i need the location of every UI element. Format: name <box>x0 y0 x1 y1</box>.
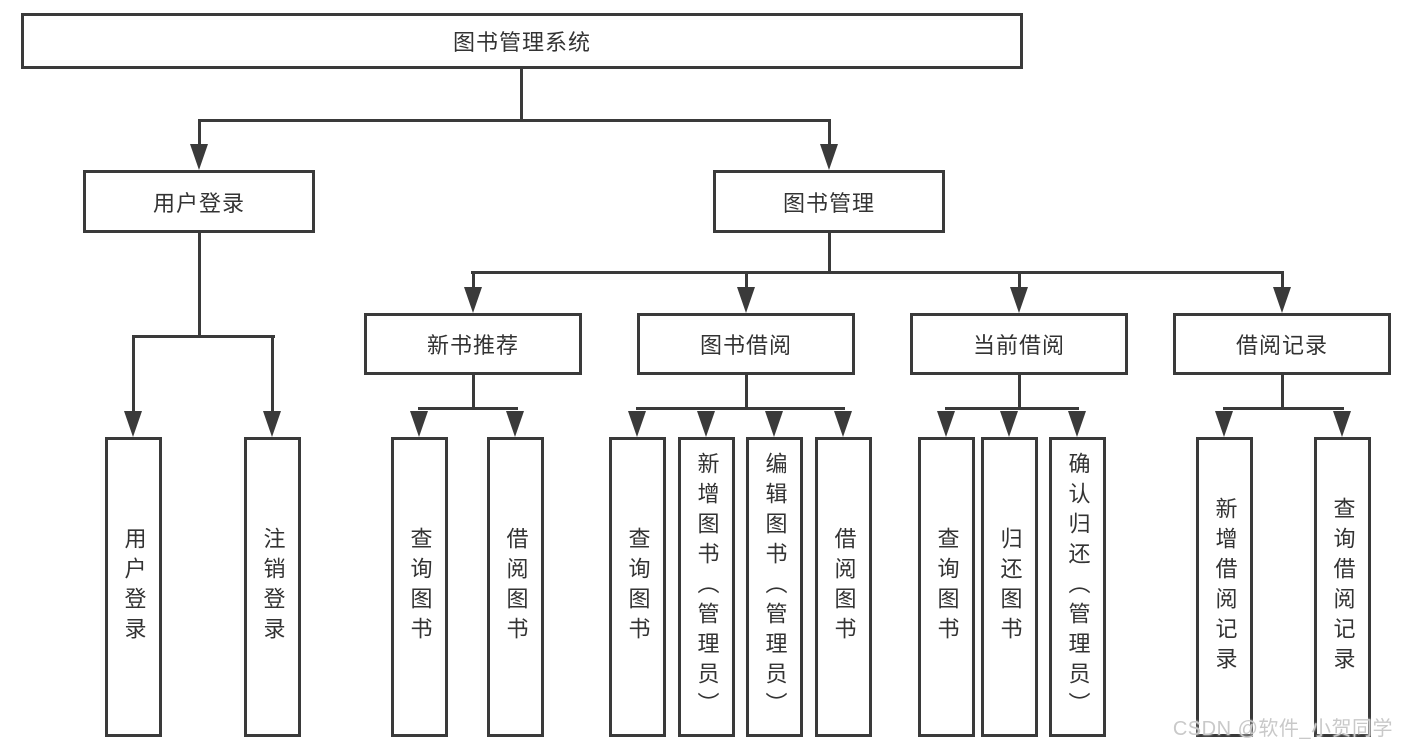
arrow-down <box>834 411 852 437</box>
leaf-label: 注销登录 <box>260 527 286 647</box>
arrow-down <box>1068 411 1086 437</box>
node-book-management: 图书管理 <box>713 170 945 233</box>
connector-line <box>1018 375 1021 407</box>
connector-line <box>1281 375 1284 407</box>
connector-line <box>828 119 831 144</box>
arrow-down <box>737 287 755 313</box>
node-current-borrowing: 当前借阅 <box>910 313 1128 375</box>
leaf-borrow-books: 借阅图书 <box>487 437 544 737</box>
arrow-down <box>190 144 208 170</box>
leaf-return-books: 归还图书 <box>981 437 1038 737</box>
connector-line <box>198 119 201 144</box>
connector-line <box>271 335 274 411</box>
node-user-login: 用户登录 <box>83 170 315 233</box>
leaf-label: 编辑图书（管理员） <box>762 452 788 722</box>
connector-line <box>418 407 518 410</box>
leaf-label: 借阅图书 <box>503 527 529 647</box>
connector-line <box>520 69 523 119</box>
leaf-query-books: 查询图书 <box>918 437 975 737</box>
arrow-down <box>124 411 142 437</box>
csdn-watermark: CSDN @软件_小贺同学 <box>1172 718 1393 740</box>
node-label: 当前借阅 <box>972 333 1065 358</box>
leaf-label: 新增图书（管理员） <box>694 452 720 722</box>
arrow-down <box>263 411 281 437</box>
leaf-label: 查询图书 <box>407 527 433 647</box>
leaf-label: 查询图书 <box>625 527 651 647</box>
leaf-logout: 注销登录 <box>244 437 301 737</box>
leaf-borrow-books: 借阅图书 <box>815 437 872 737</box>
leaf-confirm-return-admin: 确认归还（管理员） <box>1049 437 1106 737</box>
arrow-down <box>506 411 524 437</box>
connector-line <box>745 271 748 287</box>
leaf-label: 查询借阅记录 <box>1330 497 1356 677</box>
connector-line <box>471 271 1283 274</box>
connector-line <box>1018 271 1021 287</box>
node-label: 用户登录 <box>152 190 245 216</box>
leaf-edit-books-admin: 编辑图书（管理员） <box>746 437 803 737</box>
arrow-down <box>1273 287 1291 313</box>
arrow-down <box>1010 287 1028 313</box>
leaf-label: 归还图书 <box>997 527 1023 647</box>
leaf-label: 新增借阅记录 <box>1212 497 1238 677</box>
leaf-add-books-admin: 新增图书（管理员） <box>678 437 735 737</box>
connector-line <box>132 335 275 338</box>
leaf-user-login: 用户登录 <box>105 437 162 737</box>
node-label: 图书借阅 <box>699 333 792 358</box>
arrow-down <box>628 411 646 437</box>
arrow-down <box>1215 411 1233 437</box>
leaf-label: 查询图书 <box>934 527 960 647</box>
connector-line <box>472 271 475 287</box>
arrow-down <box>697 411 715 437</box>
node-library-management-system: 图书管理系统 <box>21 13 1023 69</box>
node-new-book-recommendation: 新书推荐 <box>364 313 582 375</box>
connector-line <box>198 233 201 335</box>
arrow-down <box>820 144 838 170</box>
node-book-borrowing: 图书借阅 <box>637 313 855 375</box>
arrow-down <box>464 287 482 313</box>
node-borrowing-records: 借阅记录 <box>1173 313 1391 375</box>
arrow-down <box>937 411 955 437</box>
connector-line <box>945 407 1079 410</box>
arrow-down <box>410 411 428 437</box>
arrow-down <box>1000 411 1018 437</box>
node-label: 借阅记录 <box>1235 333 1328 358</box>
connector-line <box>1223 407 1344 410</box>
arrow-down <box>765 411 783 437</box>
leaf-label: 借阅图书 <box>831 527 857 647</box>
node-label: 图书管理 <box>782 190 875 216</box>
connector-line <box>472 375 475 407</box>
node-label: 图书管理系统 <box>452 30 591 55</box>
connector-line <box>745 375 748 407</box>
leaf-label: 确认归还（管理员） <box>1065 452 1091 722</box>
connector-line <box>1281 271 1284 287</box>
connector-line <box>636 407 845 410</box>
leaf-label: 用户登录 <box>121 527 147 647</box>
connector-line <box>828 233 831 271</box>
arrow-down <box>1333 411 1351 437</box>
leaf-query-books: 查询图书 <box>609 437 666 737</box>
leaf-query-borrow-record: 查询借阅记录 <box>1314 437 1371 737</box>
leaf-add-borrow-record: 新增借阅记录 <box>1196 437 1253 737</box>
connector-line <box>132 335 135 411</box>
leaf-query-books: 查询图书 <box>391 437 448 737</box>
connector-line <box>198 119 831 122</box>
node-label: 新书推荐 <box>426 333 519 358</box>
